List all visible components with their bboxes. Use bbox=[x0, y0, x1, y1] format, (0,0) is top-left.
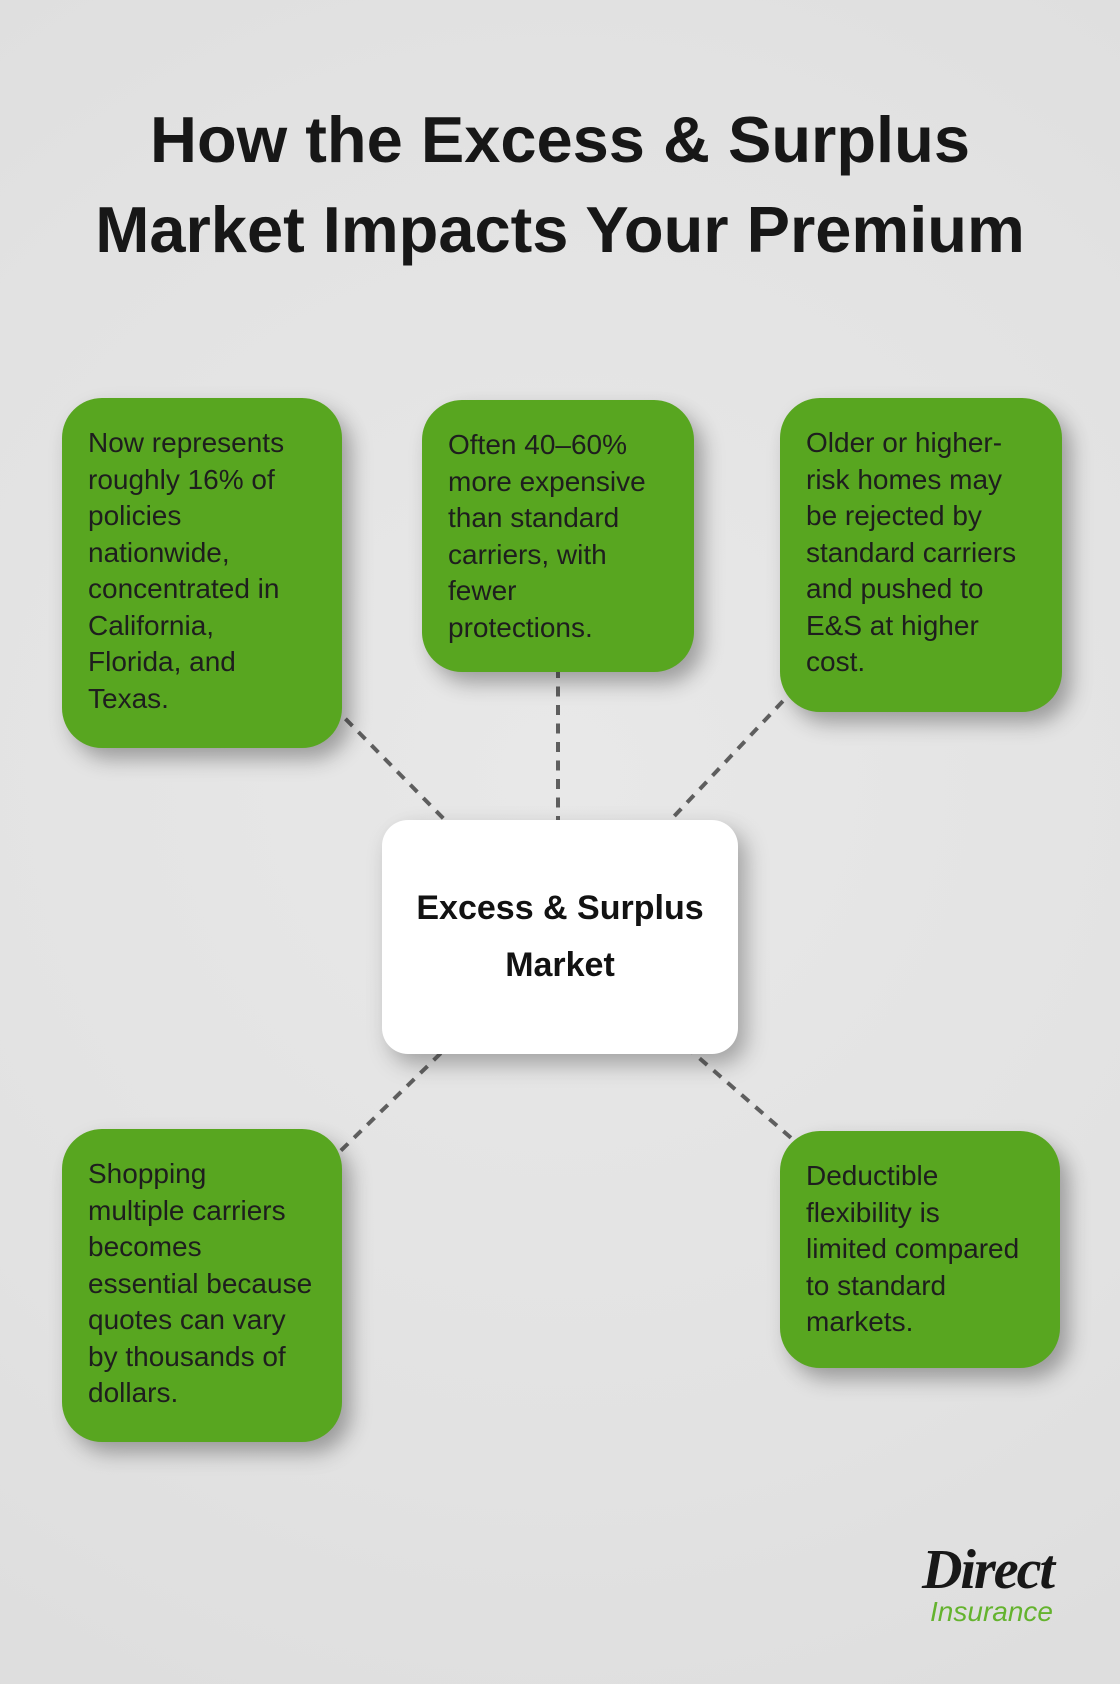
node-deductible-text: Deductible flexibility is limited compar… bbox=[806, 1160, 1020, 1337]
node-price-premium: Often 40–60% more expensive than standar… bbox=[422, 400, 694, 672]
logo-tagline-text: Insurance bbox=[930, 1596, 1053, 1627]
node-shopping-text: Shopping multiple carriers becomes essen… bbox=[88, 1158, 313, 1408]
node-price-premium-text: Often 40–60% more expensive than standar… bbox=[448, 429, 646, 643]
center-node: Excess & Surplus Market bbox=[382, 820, 738, 1054]
node-risk-rejection: Older or higher- risk homes may be rejec… bbox=[780, 398, 1062, 712]
page-title: How the Excess & Surplus Market Impacts … bbox=[0, 95, 1120, 275]
center-node-label: Excess & Surplus Market bbox=[416, 889, 704, 984]
node-market-share: Now represents roughly 16% of policies n… bbox=[62, 398, 342, 748]
logo-brand-text: Direct bbox=[921, 1539, 1055, 1601]
page-title-line2: Market Impacts Your Premium bbox=[95, 193, 1025, 266]
node-shopping: Shopping multiple carriers becomes essen… bbox=[62, 1129, 342, 1442]
page-title-line1: How the Excess & Surplus bbox=[150, 103, 970, 176]
direct-insurance-logo: Direct Insurance bbox=[921, 1539, 1055, 1627]
node-risk-rejection-text: Older or higher- risk homes may be rejec… bbox=[806, 427, 1017, 677]
node-deductible: Deductible flexibility is limited compar… bbox=[780, 1131, 1060, 1368]
node-market-share-text: Now represents roughly 16% of policies n… bbox=[88, 427, 285, 714]
